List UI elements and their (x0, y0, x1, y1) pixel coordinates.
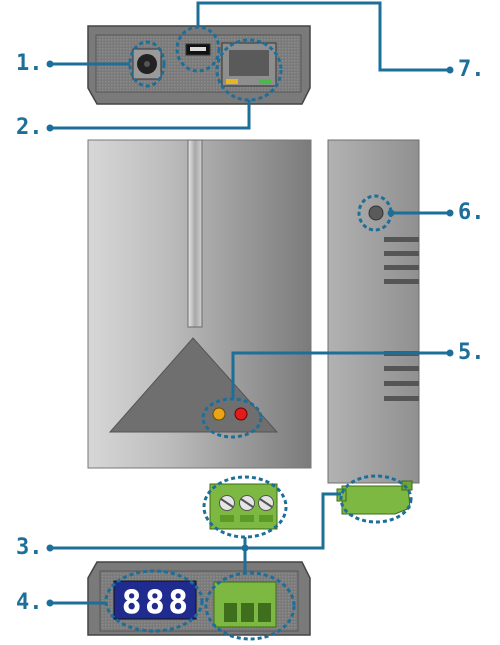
light-pipe-slot (187, 139, 203, 328)
svg-text:888: 888 (122, 583, 188, 621)
status-led-yellow (212, 407, 226, 421)
display-digit-2: 8 (145, 583, 164, 621)
callout-ring-2 (215, 38, 283, 102)
display-digit-1: 8 (122, 583, 141, 621)
reset-button (368, 205, 384, 221)
callout-label-7: 7. (458, 57, 485, 82)
callout-ring-4 (104, 569, 204, 633)
terminal-screws (219, 495, 274, 511)
leader-2 (50, 100, 251, 130)
dc-jack (132, 48, 162, 80)
leader-5 (231, 351, 450, 399)
top-panel (87, 25, 311, 105)
front-triangle (108, 337, 279, 433)
callout-label-5: 5. (458, 340, 485, 365)
usb-port (185, 43, 211, 56)
status-led-red (234, 407, 248, 421)
vent-slots-upper (384, 237, 419, 284)
callout-label-4: 4. (16, 590, 43, 615)
leader-3-side (245, 492, 341, 550)
callout-label-6: 6. (458, 200, 485, 225)
leader-7 (196, 1, 450, 72)
front-panel (87, 139, 312, 469)
leader-3 (50, 537, 247, 550)
ethernet-port (221, 42, 277, 87)
leader-dots (46, 60, 454, 607)
callout-label-2: 2. (16, 115, 43, 140)
display-digit-3: 8 (169, 583, 188, 621)
terminal-block-bottom (213, 581, 277, 628)
callout-ring-3b (204, 571, 296, 641)
leader-lines (50, 1, 450, 605)
side-panel (327, 139, 420, 524)
callout-label-3: 3. (16, 535, 43, 560)
callout-label-1: 1. (16, 51, 43, 76)
callout-ring-1 (128, 40, 166, 88)
terminal-block-top (202, 475, 288, 539)
callout-ring-side-terminal (339, 474, 413, 524)
